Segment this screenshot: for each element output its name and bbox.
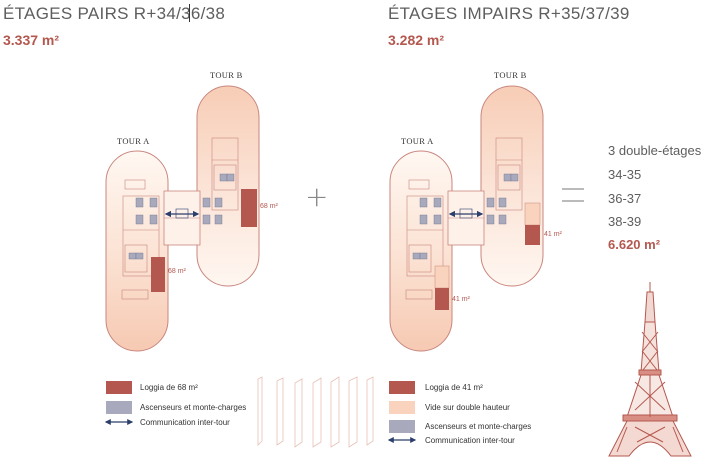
left-tour-b-shape: [196, 85, 260, 287]
legend-elevator-swatch: [106, 401, 132, 414]
result-line-1: 3 double-étages: [608, 143, 702, 158]
right-void-tower-b: [524, 202, 541, 226]
left-loggia-tower-a: [151, 257, 165, 292]
result-total: 6.620 m²: [608, 237, 661, 252]
legend-right-elevators: Ascenseurs et monte-charges: [425, 422, 532, 431]
legend-right-void: Vide sur double hauteur: [425, 403, 510, 412]
left-tour-a-label: TOUR A: [117, 136, 150, 146]
legend-right-loggia-swatch: [389, 381, 415, 394]
legend-void-swatch: [389, 401, 415, 414]
facade-panels-decoration: [257, 376, 374, 448]
left-tower-a-elevators: [128, 197, 158, 260]
result-line-4: 38-39: [608, 214, 642, 229]
right-loggia-b-area: 41 m²: [544, 231, 562, 238]
equals-operator: [562, 188, 584, 202]
eiffel-tower-icon: [608, 282, 692, 457]
legend-left-loggia: Loggia de 68 m²: [140, 383, 198, 392]
legend-right-loggia: Loggia de 41 m²: [425, 383, 483, 392]
legend-left-elevators: Ascenseurs et monte-charges: [140, 403, 247, 412]
left-loggia-b-area: 68 m²: [260, 203, 278, 210]
right-tower-b-elevators: [486, 173, 519, 225]
result-line-2: 34-35: [608, 167, 642, 182]
left-plan-title: ÉTAGES PAIRS R+34/36/38: [3, 4, 226, 23]
right-plan-area: 3.282 m²: [388, 32, 445, 48]
right-loggia-tower-b: [525, 225, 540, 245]
right-tour-b-label: TOUR B: [494, 70, 527, 80]
right-tower-a-elevators: [412, 197, 442, 260]
legend-right-communication: Communication inter-tour: [425, 436, 515, 445]
right-loggia-a-area: 41 m²: [452, 296, 470, 303]
plus-operator: +: [305, 180, 329, 213]
left-loggia-a-area: 68 m²: [168, 268, 186, 275]
legend-loggia-swatch: [106, 381, 132, 394]
right-plan-title: ÉTAGES IMPAIRS R+35/37/39: [388, 4, 630, 23]
legend-right-elevator-swatch: [389, 420, 415, 433]
result-line-3: 36-37: [608, 191, 642, 206]
left-tour-b-label: TOUR B: [210, 70, 243, 80]
right-void-tower-a: [434, 265, 450, 289]
legend-left-communication: Communication inter-tour: [140, 418, 230, 427]
right-loggia-tower-a: [435, 288, 449, 310]
right-tour-a-label: TOUR A: [401, 136, 434, 146]
left-plan-area: 3.337 m²: [3, 32, 60, 48]
double-arrow-icon: [104, 419, 134, 425]
double-arrow-icon: [387, 437, 417, 443]
left-loggia-tower-b: [241, 189, 257, 227]
right-tour-b-shape: [480, 85, 544, 287]
left-tower-b-elevators: [202, 173, 235, 225]
text-cursor: [189, 4, 190, 22]
